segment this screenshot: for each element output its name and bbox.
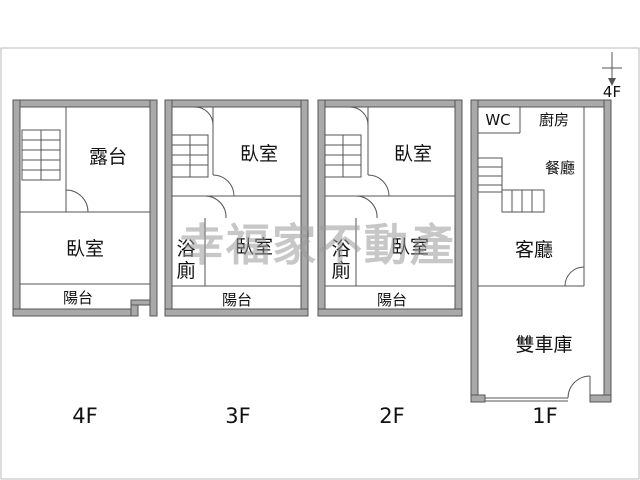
door-icon — [65, 189, 89, 213]
room-bedroom-b: 臥室 — [391, 236, 429, 258]
room-bedroom-b: 臥室 — [235, 236, 273, 258]
room-bedroom-a: 臥室 — [240, 143, 278, 165]
room-terrace: 露台 — [89, 146, 127, 168]
room-balcony: 陽台 — [63, 289, 93, 307]
door-icon — [349, 106, 369, 126]
room-bath-top: 浴 — [331, 238, 350, 260]
floor-label-2f: 2F — [379, 404, 404, 428]
level-marker-text: 4F — [603, 83, 621, 101]
door-icon — [567, 375, 591, 399]
room-bath-bottom: 廁 — [176, 259, 195, 282]
room-bedroom: 臥室 — [66, 238, 104, 260]
floor-label-3f: 3F — [225, 404, 250, 428]
watermark: 幸福家不動產 — [180, 220, 456, 271]
room-bath-bottom: 廁 — [331, 259, 350, 282]
page-frame — [0, 47, 640, 480]
door-icon — [194, 106, 214, 126]
room-garage: 雙車庫 — [515, 334, 572, 356]
room-living: 客廳 — [515, 239, 553, 261]
room-bedroom-a: 臥室 — [394, 143, 432, 165]
room-kitchen: 廚房 — [539, 111, 569, 129]
floor-3f: 臥室 浴 廁 臥室 陽台 3F — [164, 99, 309, 428]
door-icon — [204, 195, 227, 219]
door-icon — [367, 174, 390, 197]
floor-label-4f: 4F — [72, 404, 97, 428]
door-icon — [564, 266, 585, 287]
room-dining: 餐廳 — [545, 159, 575, 177]
door-icon — [355, 195, 378, 219]
room-balcony: 陽台 — [222, 291, 252, 309]
door-icon — [212, 174, 235, 197]
level-marker: 4F — [602, 52, 622, 101]
floor-2f: 臥室 浴 廁 臥室 陽台 2F — [317, 99, 463, 428]
floor-label-1f: 1F — [532, 404, 557, 428]
room-wc: WC — [485, 111, 510, 129]
floor-4f: 露台 臥室 陽台 4F — [12, 99, 158, 428]
floor-1f: WC 廚房 餐廳 客廳 雙車庫 1F — [470, 99, 612, 428]
room-balcony: 陽台 — [377, 291, 407, 309]
stairs-icon — [477, 157, 503, 193]
room-bath-top: 浴 — [176, 238, 195, 260]
